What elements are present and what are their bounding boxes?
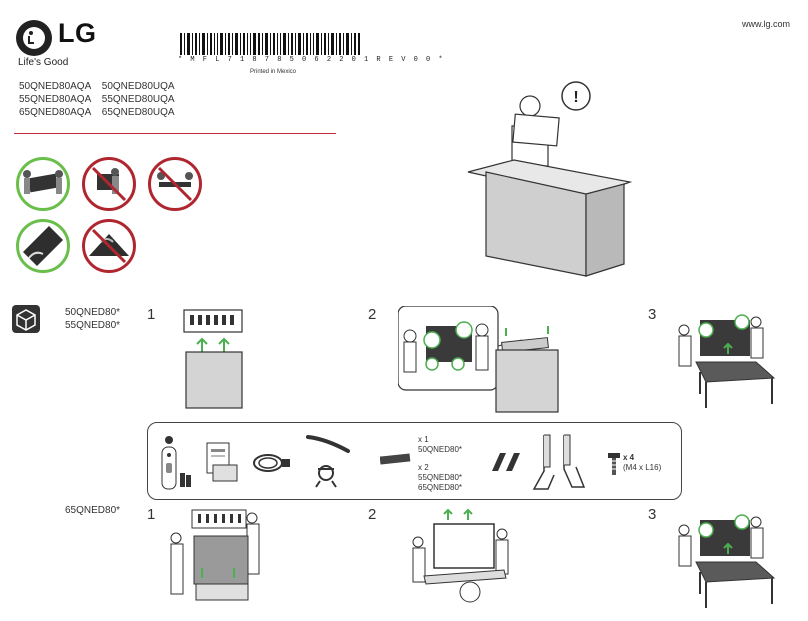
model-list: 50QNED80AQA 55QNED80AQA 65QNED80AQA 50QN… xyxy=(19,80,182,119)
step3-place-on-table-illustration-large xyxy=(678,514,776,608)
step1-large-lift-accessories-illustration xyxy=(170,509,260,601)
model-number: 50QNED80AQA xyxy=(19,81,92,92)
model-number: 55QNED80AQA xyxy=(19,94,92,105)
part-model: 65QNED80* xyxy=(418,483,463,492)
ok-hold-frame-icon xyxy=(16,219,70,273)
step3-place-on-table-illustration-small xyxy=(678,314,776,408)
screw-spec: (M4 x L16) xyxy=(623,463,662,472)
package-icon xyxy=(12,305,40,333)
model-size-label: 65QNED80* xyxy=(65,505,121,516)
part-model: 50QNED80* xyxy=(418,445,463,454)
model-size-label: 55QNED80* xyxy=(65,320,121,331)
step-number: 3 xyxy=(648,306,657,323)
step2-remove-tv-illustration xyxy=(398,306,559,413)
printed-in-label: Printed in Mexico xyxy=(250,69,297,75)
ok-two-person-carry-icon xyxy=(16,157,70,211)
caution-symbol: ! xyxy=(573,89,578,106)
barcode-number: * M F L 7 1 8 7 8 5 0 6 2 2 0 1 R E V 0 … xyxy=(178,56,445,64)
cable-holder-icon xyxy=(306,435,350,488)
tv-stand-legs-icon xyxy=(532,434,586,490)
divider-line xyxy=(14,133,336,134)
model-column-2: 50QNED80UQA 55QNED80UQA 65QNED80UQA xyxy=(102,80,182,119)
model-number: 65QNED80UQA xyxy=(101,107,175,118)
step-number: 2 xyxy=(368,506,377,523)
power-cord-icon xyxy=(253,454,290,472)
model-number: 50QNED80UQA xyxy=(101,81,175,92)
model-number: 55QNED80UQA xyxy=(101,94,175,105)
brand-name: LG xyxy=(58,18,97,48)
included-parts-panel: x 1 50QNED80* x 2 55QNED80* 65QNED80* x … xyxy=(147,422,682,500)
no-flat-carry-icon xyxy=(148,157,202,211)
step-number: 1 xyxy=(147,306,156,323)
part-count: x 2 xyxy=(418,463,429,472)
manual-booklet-icon xyxy=(206,442,238,482)
website-link[interactable]: www.lg.com xyxy=(742,19,791,29)
screw-count: x 4 xyxy=(623,453,635,462)
part-count: x 1 xyxy=(418,435,429,444)
no-press-screen-icon xyxy=(82,219,136,273)
brand-tagline: Life's Good xyxy=(18,57,69,68)
step2-large-remove-tv-illustration xyxy=(412,508,509,603)
part-model: 55QNED80* xyxy=(418,473,463,482)
model-size-label: 50QNED80* xyxy=(65,307,121,318)
stand-guide-icon xyxy=(380,453,411,465)
unboxing-caution-illustration: ! xyxy=(467,81,633,277)
screw-icon xyxy=(608,453,620,475)
step-number: 2 xyxy=(368,306,377,323)
no-single-carry-icon xyxy=(82,157,136,211)
remote-control-icon xyxy=(161,436,191,490)
step-number: 1 xyxy=(147,506,156,523)
step-number: 3 xyxy=(648,506,657,523)
stand-support-pieces-icon xyxy=(492,453,520,471)
model-column-1: 50QNED80AQA 55QNED80AQA 65QNED80AQA xyxy=(19,80,99,119)
step1-lift-accessories-illustration xyxy=(183,309,243,409)
barcode-image xyxy=(180,33,360,55)
lg-logo-icon xyxy=(16,20,52,56)
model-number: 65QNED80AQA xyxy=(19,107,92,118)
